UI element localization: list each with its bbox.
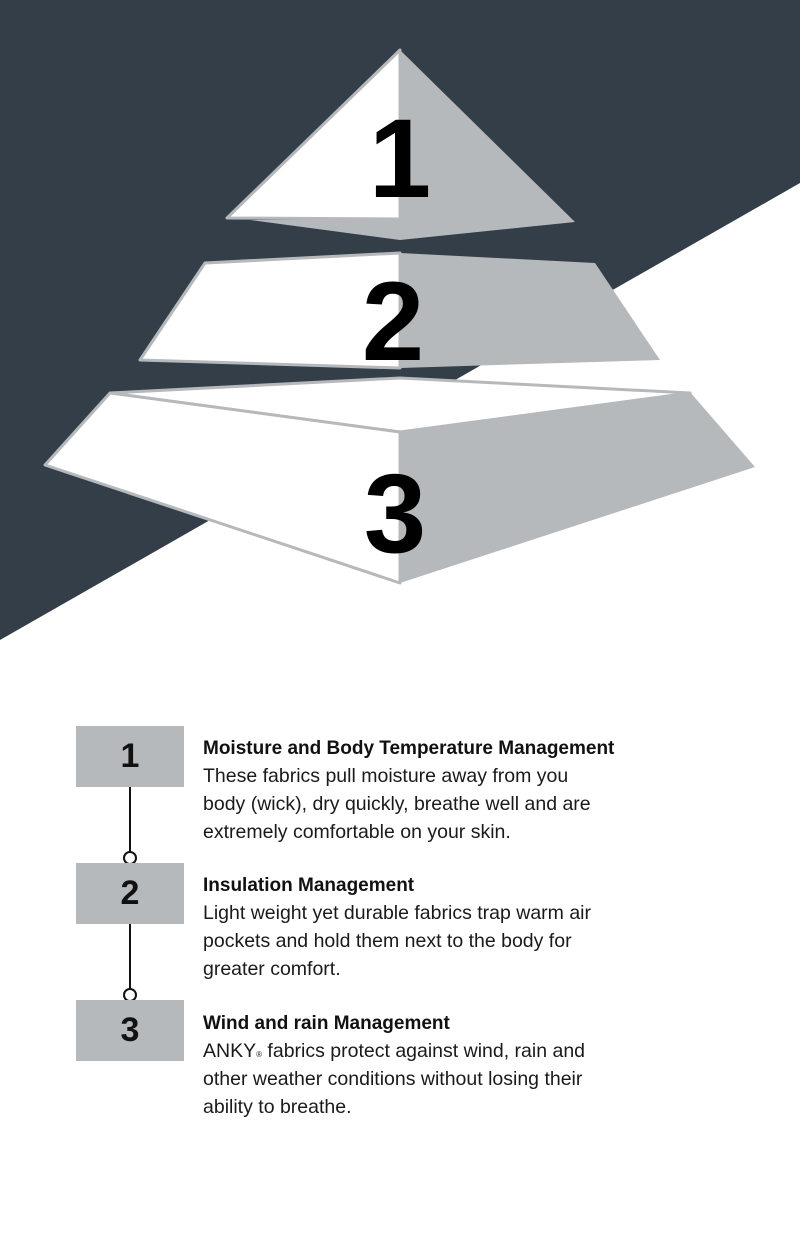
pyramid-graphic: 1 2 3 bbox=[0, 0, 800, 640]
item-line: other weather conditions without losing … bbox=[203, 1068, 583, 1090]
item-line: greater comfort. bbox=[203, 958, 341, 980]
brand-name: ANKY bbox=[203, 1040, 257, 1062]
pyramid-tier-1: 1 bbox=[225, 48, 575, 240]
item-title: Wind and rain Management bbox=[203, 1013, 450, 1034]
step-1-badge: 1 bbox=[76, 726, 184, 787]
list-item-1: Moisture and Body Temperature Management… bbox=[203, 736, 763, 846]
item-line: ANKY® fabrics protect against wind, rain… bbox=[203, 1037, 763, 1065]
connector-line bbox=[129, 787, 131, 852]
pyramid-tier-2: 2 bbox=[138, 251, 660, 384]
tier-2-number: 2 bbox=[362, 259, 424, 384]
item-line: body (wick), dry quickly, breathe well a… bbox=[203, 793, 591, 815]
connector-line bbox=[129, 924, 131, 989]
list-item-3: Wind and rain Management ANKY® fabrics p… bbox=[203, 1011, 763, 1121]
item-line-text: fabrics protect against wind, rain and bbox=[262, 1040, 586, 1062]
item-line: Light weight yet durable fabrics trap wa… bbox=[203, 902, 592, 924]
step-3-badge: 3 bbox=[76, 1000, 184, 1061]
list-item-2: Insulation Management Light weight yet d… bbox=[203, 873, 763, 983]
pyramid-tier-3: 3 bbox=[43, 376, 755, 585]
item-title: Insulation Management bbox=[203, 875, 415, 896]
registered-mark: ® bbox=[256, 1050, 263, 1059]
tier-3-number: 3 bbox=[364, 451, 426, 576]
item-line: extremely comfortable on your skin. bbox=[203, 821, 511, 843]
item-title: Moisture and Body Temperature Management bbox=[203, 738, 615, 759]
step-2-badge: 2 bbox=[76, 863, 184, 924]
tier-1-number: 1 bbox=[369, 96, 431, 221]
item-line: ability to breathe. bbox=[203, 1096, 352, 1118]
item-line: pockets and hold them next to the body f… bbox=[203, 930, 572, 952]
item-line: These fabrics pull moisture away from yo… bbox=[203, 765, 569, 787]
